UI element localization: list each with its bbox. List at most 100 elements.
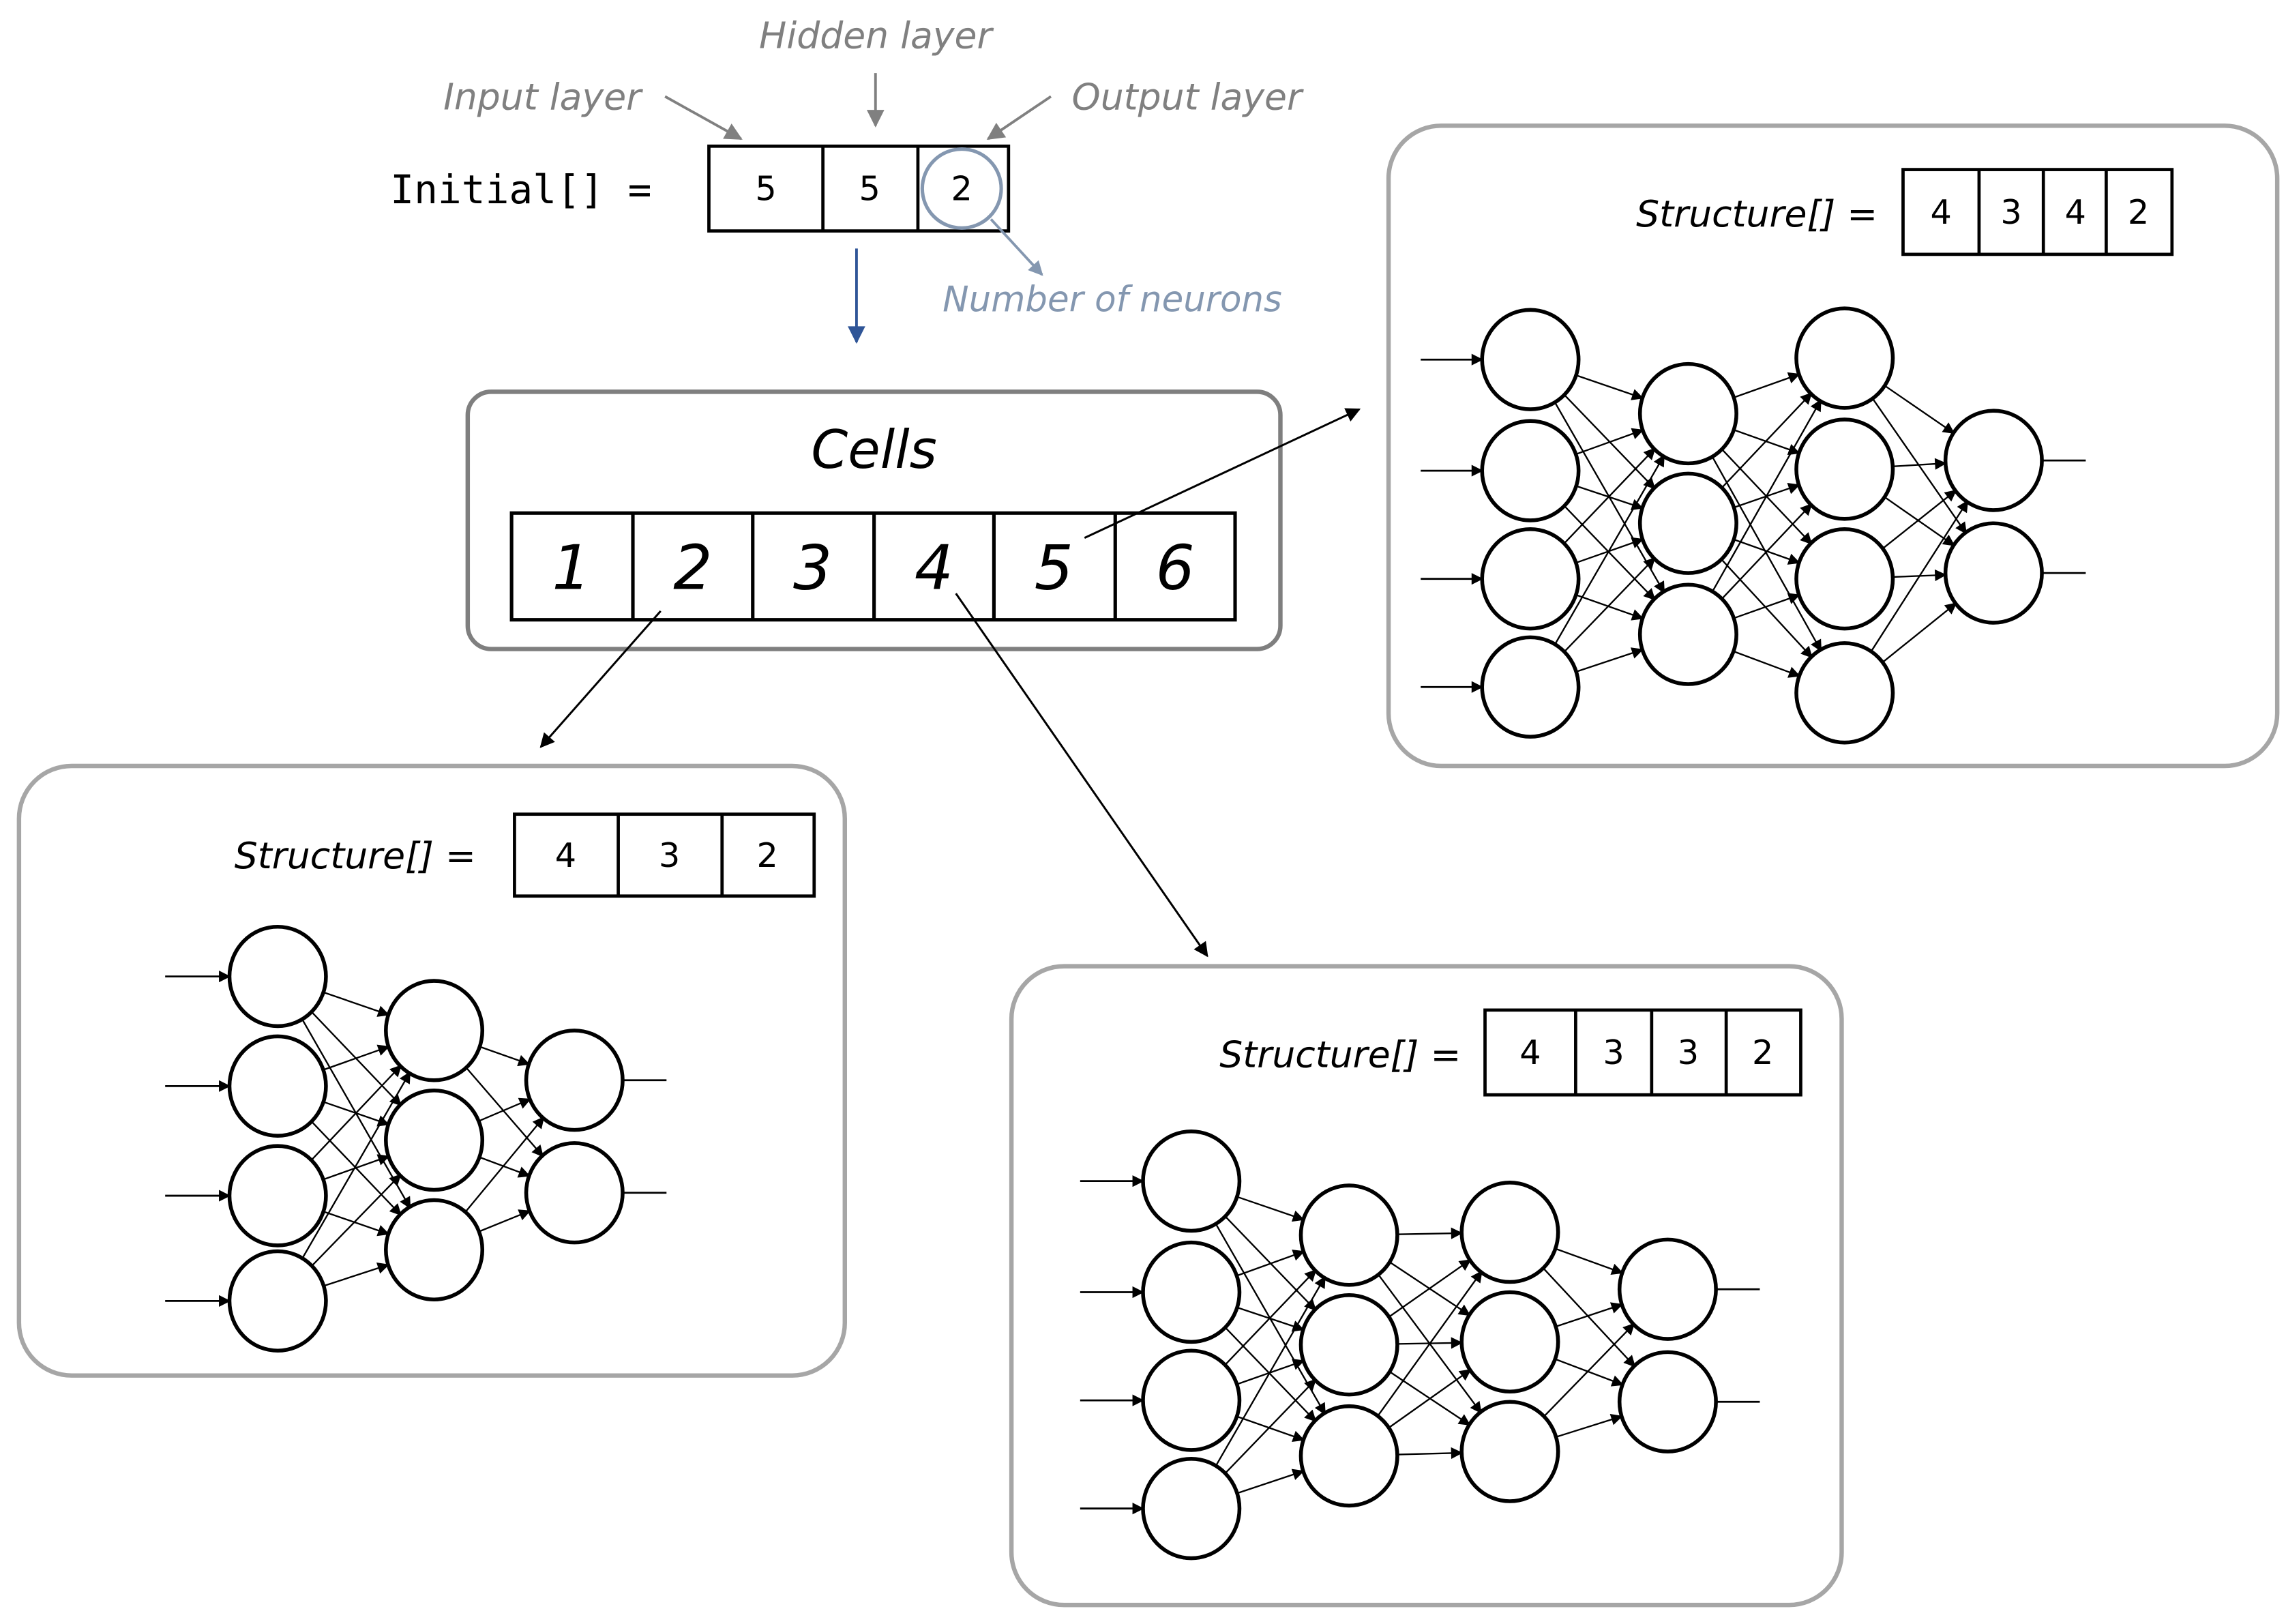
connection-edge	[464, 1116, 545, 1213]
connection-edge	[1542, 1267, 1636, 1368]
connection-edge	[1563, 505, 1656, 601]
connection-edge	[323, 991, 390, 1017]
neuron-node	[1480, 308, 1581, 411]
connection-edge	[1554, 454, 1665, 646]
neuron-node	[1794, 306, 1895, 410]
neuron-node	[1141, 1348, 1242, 1452]
connection-edge	[1733, 593, 1800, 619]
cell-item: 1	[552, 533, 591, 604]
connection-edge	[1869, 500, 1969, 653]
cells-box: Cells 1 2 3 4 5 6	[465, 389, 1283, 651]
cell-item: 4	[915, 533, 953, 604]
neuron-node	[384, 979, 485, 1082]
cell-2-connector-arrow	[539, 610, 662, 748]
cells-title: Cells	[811, 419, 936, 481]
connection-edge	[1562, 447, 1656, 545]
neuron-node	[1141, 1129, 1242, 1233]
connection-edge	[1397, 1447, 1463, 1460]
network-panel-cell-5: Structure[] = 4 3 4 2	[1386, 123, 2280, 769]
cell-item: 2	[673, 533, 712, 604]
connection-edge	[1710, 455, 1822, 652]
neuron-node	[524, 1029, 625, 1132]
neurons-annotation-label: Number of neurons	[942, 279, 1282, 320]
initial-value-input: 5	[755, 169, 776, 209]
structure-value: 4	[1931, 192, 1952, 232]
connection-edge	[1555, 1302, 1623, 1328]
neuron-node	[1617, 1237, 1718, 1341]
neuron-node	[1459, 1290, 1560, 1394]
connection-edge	[1215, 1275, 1326, 1468]
neuron-node	[384, 1088, 485, 1192]
neuron-node	[1480, 527, 1581, 631]
neurons-annotation-arrow	[990, 218, 1043, 276]
connection-edge	[310, 1174, 402, 1267]
connection-edge	[1563, 557, 1656, 653]
neuron-node	[227, 1249, 328, 1353]
neuron-node	[1637, 471, 1738, 575]
connection-edge	[1720, 558, 1813, 659]
structure-label: Structure[] =	[1636, 192, 1877, 235]
neuron-node	[1943, 521, 2044, 625]
connection-edge	[1884, 385, 1955, 434]
connection-edge	[323, 1262, 389, 1287]
neuron-node	[1617, 1350, 1718, 1453]
connection-edge	[1733, 650, 1801, 678]
cell-4-connector-arrow	[955, 593, 1208, 958]
connection-edge	[310, 1065, 402, 1162]
input-layer-arrow	[664, 95, 743, 141]
structure-array: 4 3 2	[513, 812, 816, 898]
connection-edge	[1575, 374, 1644, 400]
connection-edge	[1554, 1358, 1624, 1387]
initial-value-hidden: 5	[859, 169, 880, 209]
connection-edge	[478, 1209, 531, 1232]
connection-edge	[1388, 1369, 1472, 1429]
connection-edge	[1575, 428, 1644, 456]
neuron-node	[1794, 641, 1895, 745]
structure-label: Structure[] =	[235, 834, 476, 877]
input-layer-label: Input layer	[443, 76, 643, 119]
structure-value: 3	[659, 836, 680, 875]
connection-edge	[464, 1066, 544, 1157]
neuron-node	[1459, 1400, 1560, 1503]
connection-edge	[1376, 1270, 1483, 1417]
network-panel-cell-4: Structure[] = 4 3 3 2	[1009, 964, 1844, 1608]
output-layer-arrow	[986, 95, 1052, 141]
connection-edge	[1575, 594, 1644, 621]
neuron-node	[524, 1141, 625, 1245]
connection-edge	[1733, 372, 1800, 398]
connection-edge	[323, 1154, 390, 1181]
connection-edge	[1575, 647, 1644, 673]
connection-edge	[1236, 1415, 1305, 1443]
structure-label: Structure[] =	[1219, 1033, 1461, 1076]
connection-edge	[323, 1044, 390, 1071]
cell-item: 3	[793, 533, 832, 604]
neuron-node	[1459, 1180, 1560, 1284]
connection-edge	[1236, 1196, 1305, 1222]
cells-array: 1 2 3 4 5 6	[509, 511, 1237, 622]
neural-network-diagram	[1080, 1129, 1760, 1561]
neural-network-diagram	[165, 924, 667, 1353]
connection-edge	[301, 1071, 411, 1260]
connection-edge	[479, 1046, 531, 1067]
structure-value: 3	[1603, 1033, 1624, 1072]
neuron-node	[1480, 419, 1581, 522]
output-layer-label: Output layer	[1072, 76, 1304, 119]
neuron-node	[227, 1034, 328, 1138]
structure-value: 2	[2128, 192, 2149, 232]
neuron-node	[1141, 1240, 1242, 1344]
neuron-node	[227, 924, 328, 1029]
structure-value: 3	[2000, 192, 2021, 232]
structure-array: 4 3 4 2	[1901, 168, 2174, 256]
connection-edge	[1721, 503, 1813, 600]
structure-value: 4	[2065, 192, 2086, 232]
connection-edge	[479, 1156, 531, 1178]
initial-array: 5 5 2	[707, 144, 1011, 233]
cell-item: 5	[1035, 533, 1073, 604]
cell-5-connector-arrow	[1084, 408, 1361, 540]
neuron-node	[1298, 1293, 1399, 1397]
connection-edge	[1223, 1269, 1317, 1366]
connection-edge	[1223, 1326, 1317, 1422]
cell-item: 6	[1156, 533, 1195, 604]
neuron-node	[384, 1198, 485, 1302]
